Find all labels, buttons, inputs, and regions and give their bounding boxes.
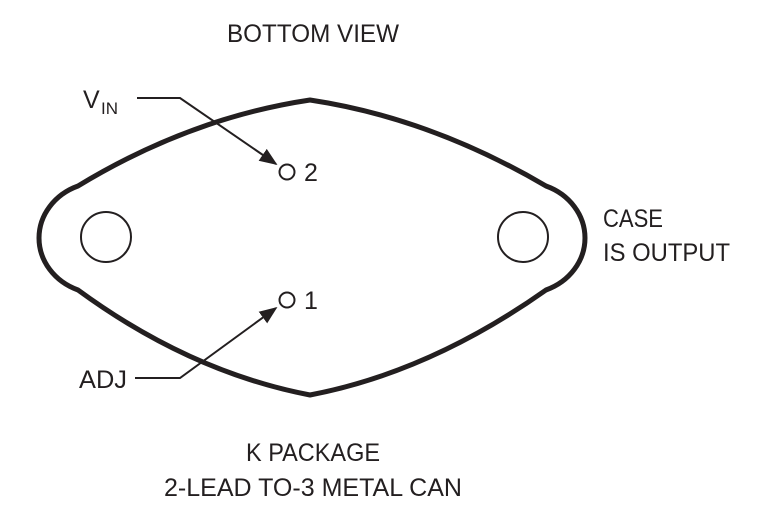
mounting-hole-right [497, 211, 549, 263]
pin-2 [278, 163, 296, 181]
caption-line1: K PACKAGE [246, 439, 380, 467]
adj-leader-arrow [135, 306, 278, 379]
mounting-hole-left [80, 211, 132, 263]
case-label-line2: IS OUTPUT [603, 239, 730, 267]
vin-leader-arrow [137, 97, 278, 166]
pin-2-number: 2 [304, 159, 318, 187]
diagram-title: BOTTOM VIEW [227, 20, 399, 48]
package-outline [36, 97, 588, 398]
vin-label-main: V [83, 86, 100, 114]
vin-label-subscript: IN [101, 99, 118, 118]
adj-label: ADJ [79, 366, 127, 394]
pin-1-number: 1 [304, 287, 318, 315]
case-label-line1: CASE [603, 205, 663, 233]
caption-line2: 2-LEAD TO-3 METAL CAN [164, 474, 462, 502]
pin-1 [278, 291, 296, 309]
vin-label: V IN [83, 86, 118, 118]
